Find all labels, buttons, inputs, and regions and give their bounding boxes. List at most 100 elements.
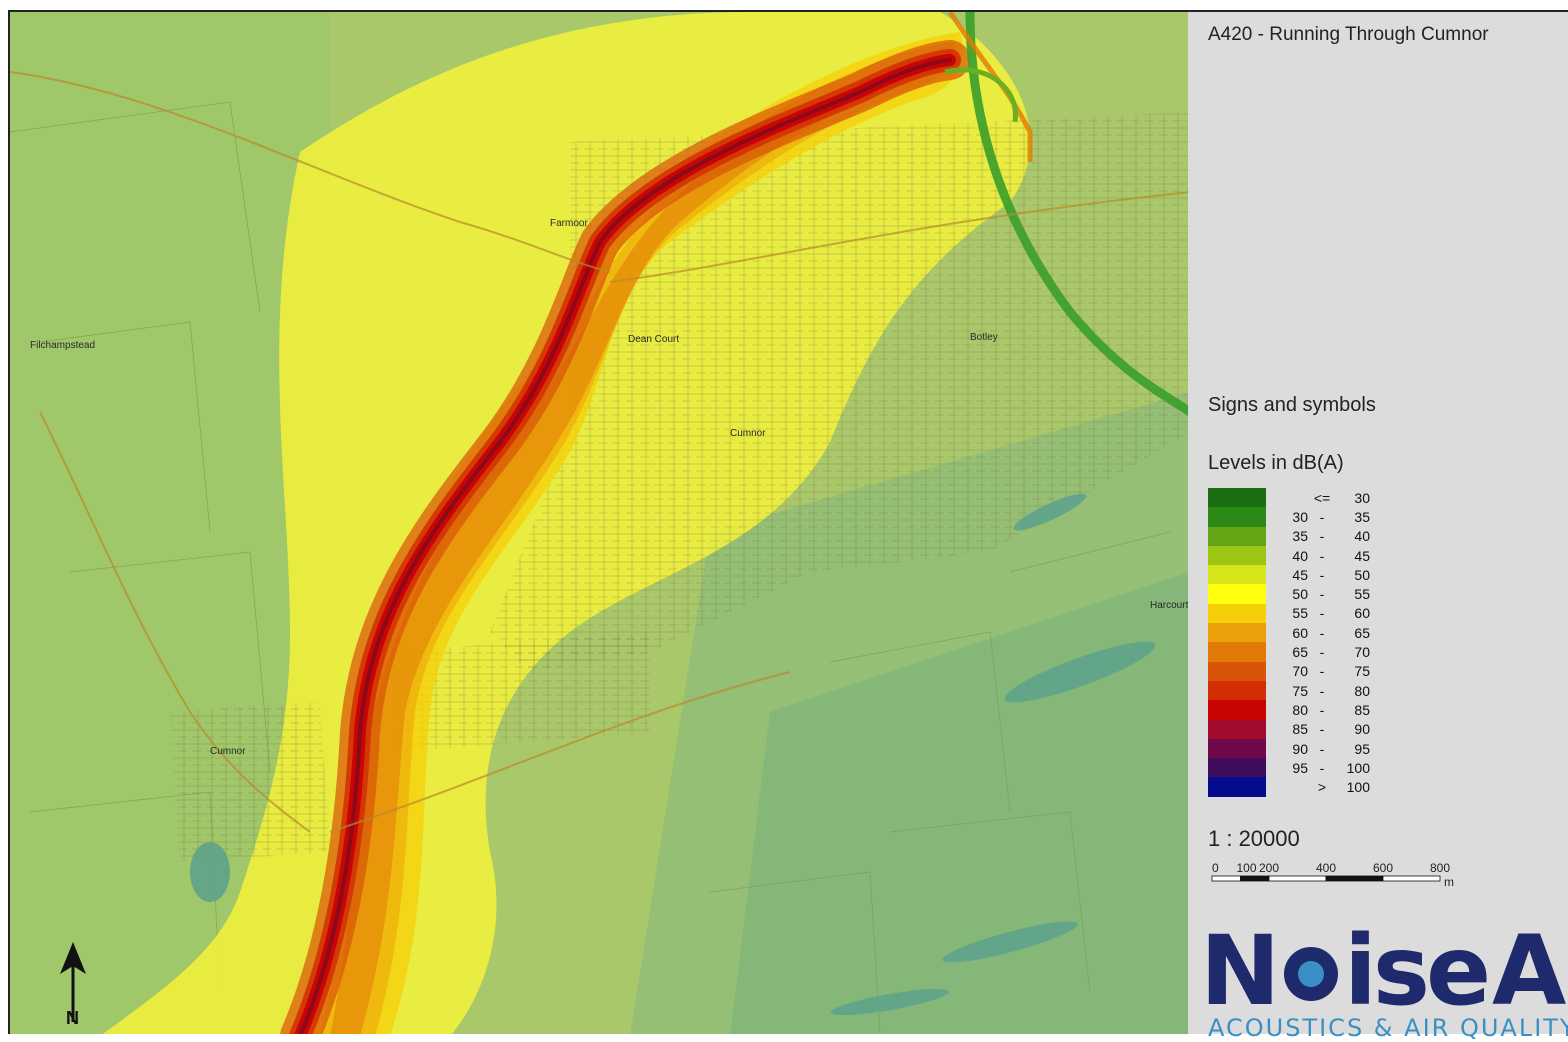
legend-high-value: 60 [1354, 605, 1370, 622]
legend-row: 75- 80 [1208, 680, 1370, 701]
legend-low-value: 70 [1292, 663, 1308, 680]
a34-road [965, 12, 1188, 416]
legend-row: 70- 75 [1208, 661, 1370, 681]
legend-low-value: 60 [1292, 624, 1308, 641]
legend-low-value: 85 [1292, 721, 1308, 738]
legend-panel: A420 - Running Through Cumnor Signs and … [1188, 10, 1568, 1042]
svg-text:ise: ise [1344, 915, 1487, 1027]
legend-operator: - [1319, 759, 1325, 776]
legend-low-value: 30 [1292, 508, 1308, 525]
legend-high-value: 70 [1354, 644, 1370, 661]
legend-operator: - [1319, 566, 1325, 583]
place-label-filchampstead: Filchampstead [30, 340, 95, 351]
legend-swatch [1208, 584, 1266, 604]
legend-low-value: 90 [1292, 740, 1308, 757]
legend-swatch [1208, 777, 1266, 797]
legend-operator: - [1319, 586, 1325, 603]
legend-swatch [1208, 680, 1266, 701]
noise-map[interactable]: Filchampstead Cumnor Cumnor Dean Court B… [8, 10, 1188, 1034]
place-label-dean-court: Dean Court [628, 334, 679, 345]
water-bodies [190, 493, 1156, 1016]
svg-text:A: A [1492, 915, 1566, 1027]
legend-operator: <= [1313, 489, 1331, 506]
scale-bar-segment [1325, 875, 1384, 882]
legend-operator: - [1319, 528, 1325, 545]
a420-road [298, 58, 952, 1034]
legend-swatch [1208, 738, 1266, 759]
legend-high-value: 30 [1354, 489, 1370, 506]
legend-swatch [1208, 719, 1266, 739]
legend-high-value: 100 [1346, 779, 1370, 796]
legend-low-value: 75 [1292, 682, 1308, 699]
legend-swatch [1208, 758, 1266, 778]
legend-swatch [1208, 700, 1266, 720]
north-arrow-icon: N [60, 942, 86, 1028]
legend-swatch [1208, 526, 1266, 546]
legend-operator: - [1319, 644, 1325, 661]
legend-high-value: 45 [1354, 547, 1370, 564]
legend-operator: - [1319, 682, 1325, 699]
scale-tick-label: 400 [1316, 861, 1336, 875]
urban-area [490, 112, 1188, 672]
legend-row: 35- 40 [1208, 526, 1370, 546]
north-arrow-label: N [66, 1008, 79, 1028]
scale-tick-label: 600 [1373, 861, 1393, 875]
legend-swatch [1208, 623, 1266, 643]
legend-high-value: 55 [1354, 586, 1370, 603]
legend-row: 45-50 [1208, 565, 1370, 585]
legend-row: 90-95 [1208, 738, 1370, 759]
legend-operator: - [1319, 605, 1325, 622]
legend-high-value: 80 [1354, 682, 1370, 699]
legend-low-value: 65 [1292, 644, 1308, 661]
legend-operator: - [1319, 701, 1325, 718]
legend-row: 85- 90 [1208, 719, 1370, 739]
scale-tick-label: 100 [1236, 861, 1256, 875]
legend-high-value: 75 [1354, 663, 1370, 680]
scale-ratio: 1 : 20000 [1208, 826, 1300, 851]
place-label-cumnor-west: Cumnor [210, 746, 246, 757]
legend-swatch [1208, 661, 1266, 681]
legend-high-value: 65 [1354, 624, 1370, 641]
minor-roads [10, 71, 1188, 833]
place-label-botley: Botley [970, 332, 998, 343]
legend-operator: - [1319, 740, 1325, 757]
legend-low-value: 40 [1292, 547, 1308, 564]
legend-row: <= 30 [1208, 488, 1370, 508]
place-label-harcourt-hill: Harcourt Hill [1150, 600, 1188, 611]
legend-row: 55- 60 [1208, 603, 1370, 624]
legend-row: >100 [1208, 777, 1370, 797]
legend-swatch [1208, 565, 1266, 585]
scale-bar-segment [1382, 875, 1441, 882]
legend-row: 80-85 [1208, 700, 1370, 720]
scale-bar-segment [1240, 875, 1270, 882]
legend-high-value: 40 [1354, 528, 1370, 545]
legend-low-value: 50 [1292, 586, 1308, 603]
noiseair-logo-icon: N ise A [1200, 915, 1566, 1027]
legend-swatch [1208, 603, 1266, 624]
place-label-farmoor: Farmoor [550, 218, 588, 229]
legend-operator: - [1319, 721, 1325, 738]
legend-high-value: 100 [1346, 759, 1370, 776]
noiseair-logo: N ise A ACOUSTICS & AIR QUALITY [1200, 915, 1568, 1042]
svg-text:N: N [1200, 915, 1276, 1027]
map-title: A420 - Running Through Cumnor [1208, 24, 1489, 45]
zone-65-70 [330, 50, 953, 1034]
scale-bar-segment [1268, 875, 1327, 882]
scale-tick-label: 800 [1430, 861, 1450, 875]
legend-row: 30-35 [1208, 507, 1370, 527]
legend-low-value: 55 [1292, 605, 1308, 622]
noise-map-canvas: Filchampstead Cumnor Cumnor Dean Court B… [10, 12, 1188, 1034]
scale-tick-label: 0 [1212, 861, 1219, 875]
legend-low-value: 35 [1292, 528, 1308, 545]
legend-swatch [1208, 545, 1266, 566]
legend-operator: - [1319, 508, 1325, 525]
legend-swatch [1208, 488, 1266, 508]
legend-high-value: 90 [1354, 721, 1370, 738]
legend-row: 40-45 [1208, 545, 1370, 566]
legend-high-value: 85 [1354, 701, 1370, 718]
scale-bar-segment [1211, 875, 1241, 882]
legend-operator: - [1319, 663, 1325, 680]
legend-heading: Signs and symbols [1208, 394, 1376, 416]
